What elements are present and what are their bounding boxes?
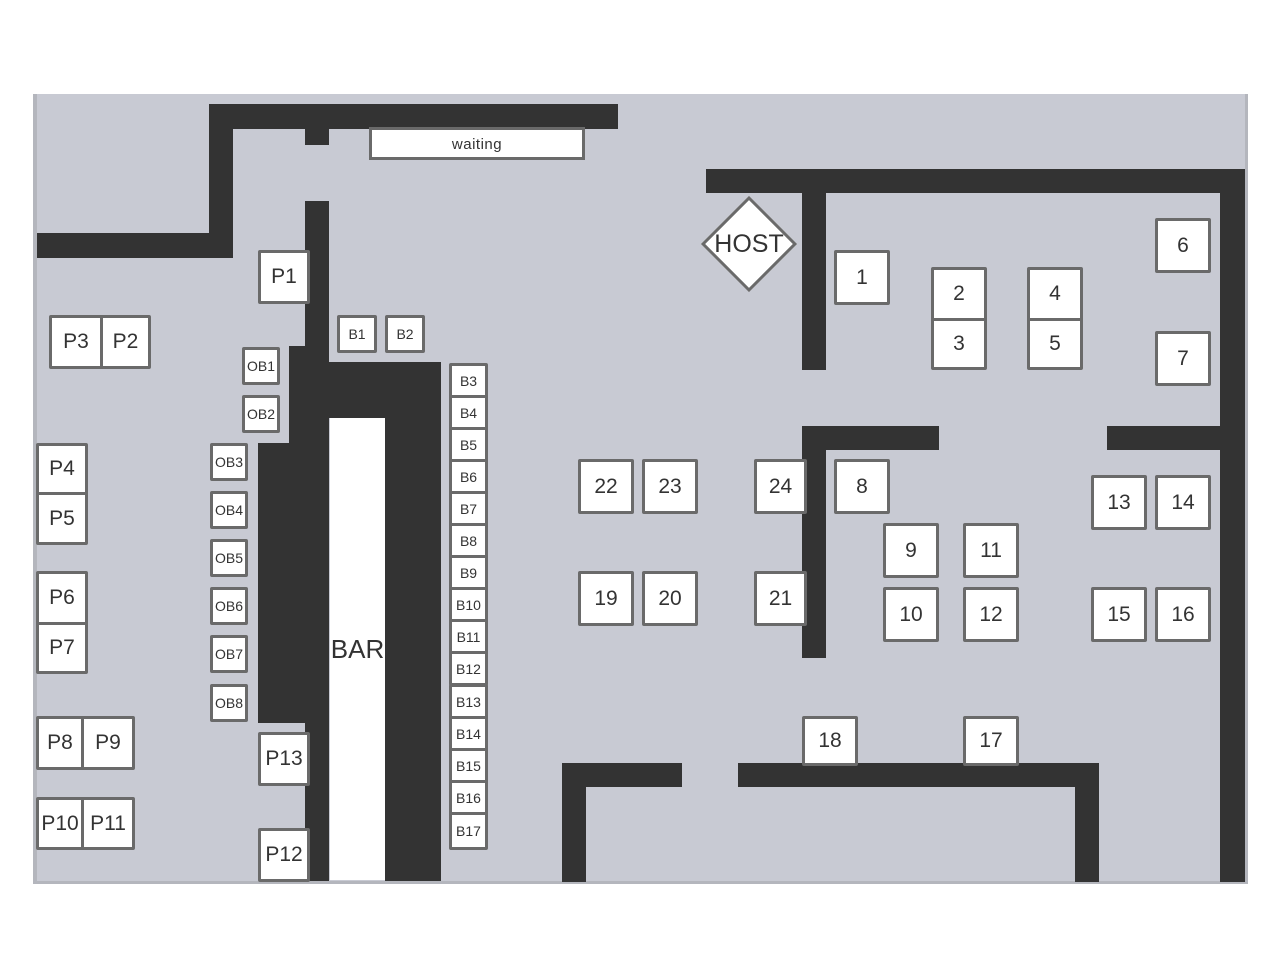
seat-OB7[interactable]: OB7: [210, 635, 248, 673]
seat-OB5[interactable]: OB5: [210, 539, 248, 577]
seat-B16[interactable]: B16: [449, 780, 488, 815]
host-label: HOST: [714, 229, 784, 258]
table-P7[interactable]: P7: [36, 622, 88, 674]
table-P12[interactable]: P12: [258, 828, 310, 882]
table-22[interactable]: 22: [578, 459, 634, 514]
waiting-area: waiting: [369, 127, 585, 160]
table-P4[interactable]: P4: [36, 443, 88, 495]
table-9[interactable]: 9: [883, 523, 939, 578]
table-P13[interactable]: P13: [258, 732, 310, 786]
seat-B14[interactable]: B14: [449, 716, 488, 751]
table-16[interactable]: 16: [1155, 587, 1211, 642]
seat-B4[interactable]: B4: [449, 395, 488, 430]
table-P5[interactable]: P5: [36, 492, 88, 545]
wall: [1075, 763, 1099, 882]
table-P9[interactable]: P9: [81, 716, 135, 770]
seat-B9[interactable]: B9: [449, 555, 488, 590]
seat-B12[interactable]: B12: [449, 651, 488, 686]
seat-B17[interactable]: B17: [449, 812, 488, 850]
table-P3[interactable]: P3: [49, 315, 103, 369]
table-10[interactable]: 10: [883, 587, 939, 642]
wall: [209, 104, 233, 258]
wall: [1107, 426, 1245, 450]
seat-B1[interactable]: B1: [337, 315, 377, 353]
table-12[interactable]: 12: [963, 587, 1019, 642]
table-13[interactable]: 13: [1091, 475, 1147, 530]
wall: [305, 104, 329, 145]
table-20[interactable]: 20: [642, 571, 698, 626]
seat-B2[interactable]: B2: [385, 315, 425, 353]
wall: [1220, 169, 1245, 882]
wall: [258, 443, 329, 723]
table-P2[interactable]: P2: [100, 315, 151, 369]
wall: [385, 362, 441, 881]
seat-B8[interactable]: B8: [449, 523, 488, 558]
table-5[interactable]: 5: [1027, 318, 1083, 370]
seat-OB1[interactable]: OB1: [242, 347, 280, 385]
wall: [802, 169, 826, 370]
table-18[interactable]: 18: [802, 716, 858, 766]
seat-B5[interactable]: B5: [449, 427, 488, 462]
table-7[interactable]: 7: [1155, 331, 1211, 386]
table-3[interactable]: 3: [931, 318, 987, 370]
table-19[interactable]: 19: [578, 571, 634, 626]
seat-OB2[interactable]: OB2: [242, 395, 280, 433]
seat-B6[interactable]: B6: [449, 459, 488, 494]
seat-B7[interactable]: B7: [449, 491, 488, 526]
table-21[interactable]: 21: [754, 571, 807, 626]
table-8[interactable]: 8: [834, 459, 890, 514]
table-P8[interactable]: P8: [36, 716, 84, 770]
wall: [209, 104, 618, 129]
seat-B15[interactable]: B15: [449, 748, 488, 783]
seat-B10[interactable]: B10: [449, 587, 488, 622]
table-P6[interactable]: P6: [36, 571, 88, 625]
table-4[interactable]: 4: [1027, 267, 1083, 321]
table-P10[interactable]: P10: [36, 797, 84, 850]
table-17[interactable]: 17: [963, 716, 1019, 766]
table-P1[interactable]: P1: [258, 250, 310, 304]
seat-B3[interactable]: B3: [449, 363, 488, 398]
table-11[interactable]: 11: [963, 523, 1019, 578]
seat-OB4[interactable]: OB4: [210, 491, 248, 529]
bar-counter: BAR: [330, 418, 385, 880]
table-1[interactable]: 1: [834, 250, 890, 305]
table-15[interactable]: 15: [1091, 587, 1147, 642]
wall: [37, 233, 233, 258]
table-24[interactable]: 24: [754, 459, 807, 514]
table-P11[interactable]: P11: [81, 797, 135, 850]
floor-plan: [33, 94, 1248, 884]
seat-OB3[interactable]: OB3: [210, 443, 248, 481]
table-23[interactable]: 23: [642, 459, 698, 514]
table-2[interactable]: 2: [931, 267, 987, 321]
seat-OB6[interactable]: OB6: [210, 587, 248, 625]
wall: [706, 169, 1245, 193]
wall: [562, 763, 586, 882]
seat-B13[interactable]: B13: [449, 684, 488, 719]
table-14[interactable]: 14: [1155, 475, 1211, 530]
seat-OB8[interactable]: OB8: [210, 684, 248, 722]
wall: [738, 763, 1099, 787]
seat-B11[interactable]: B11: [449, 619, 488, 654]
table-6[interactable]: 6: [1155, 218, 1211, 273]
